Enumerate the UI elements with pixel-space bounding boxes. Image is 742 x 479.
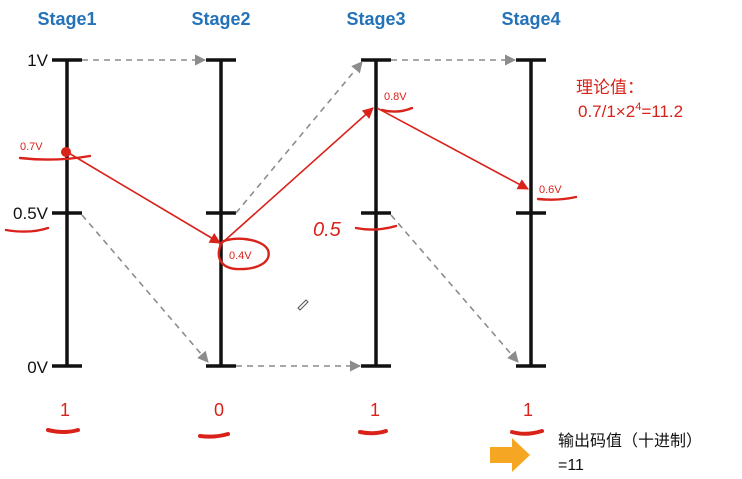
point-label-3: 0.8V <box>384 91 407 103</box>
scale-stage-2 <box>206 58 236 368</box>
y-label-top: 1V <box>27 51 48 70</box>
stage-title-1: Stage1 <box>37 9 96 29</box>
theory-formula-suffix: =11.2 <box>641 102 683 121</box>
circle-0.4v <box>217 237 270 271</box>
theory-formula-exp: 4 <box>635 101 641 113</box>
point-label-1: 0.7V <box>20 141 43 153</box>
theory-formula-prefix: 0.7/1×2 <box>578 102 635 121</box>
bit-1: 1 <box>60 400 70 420</box>
signal-arrow-2 <box>221 107 374 244</box>
handwritten-note: 0.5 <box>313 219 342 241</box>
scale-stage-3 <box>361 58 391 368</box>
orange-arrow-icon <box>490 438 530 472</box>
bit-4: 1 <box>523 400 533 420</box>
start-point-dot <box>61 147 71 157</box>
stage-title-3: Stage3 <box>346 9 405 29</box>
theory-formula: 0.7/1×24=11.2 <box>578 101 683 121</box>
underline-0.6v <box>536 195 578 201</box>
y-label-mid: 0.5V <box>13 204 49 223</box>
output-label: 输出码值（十进制） <box>558 432 702 450</box>
point-label-4: 0.6V <box>539 184 562 196</box>
dashed-arrow-3to4-bottom <box>390 214 519 363</box>
underline-0.5v <box>4 226 50 233</box>
underline-0.7v <box>18 154 92 161</box>
bit-3: 1 <box>370 400 380 420</box>
underline-0.8v <box>380 106 414 113</box>
dashed-arrow-1to2-bottom <box>81 214 209 363</box>
stage-title-2: Stage2 <box>191 9 250 29</box>
point-label-2: 0.4V <box>229 250 252 262</box>
signal-path <box>66 107 529 244</box>
signal-arrow-3 <box>376 107 529 190</box>
scale-stage-4 <box>516 58 546 368</box>
output-value: =11 <box>558 457 584 474</box>
handwritten-marks <box>4 106 578 271</box>
signal-arrow-1 <box>66 151 221 244</box>
y-label-bottom: 0V <box>27 358 48 377</box>
stage-title-4: Stage4 <box>501 9 560 29</box>
underline-0.5-stage3 <box>354 224 398 231</box>
pencil-cursor-icon <box>297 299 309 311</box>
theory-title: 理论值： <box>576 78 644 97</box>
bit-2: 0 <box>214 400 224 420</box>
bit-underlines <box>46 428 544 439</box>
scale-stage-1 <box>52 58 82 368</box>
dashed-mapping-arrows <box>81 54 519 372</box>
dashed-arrow-2to3-top <box>235 61 363 214</box>
